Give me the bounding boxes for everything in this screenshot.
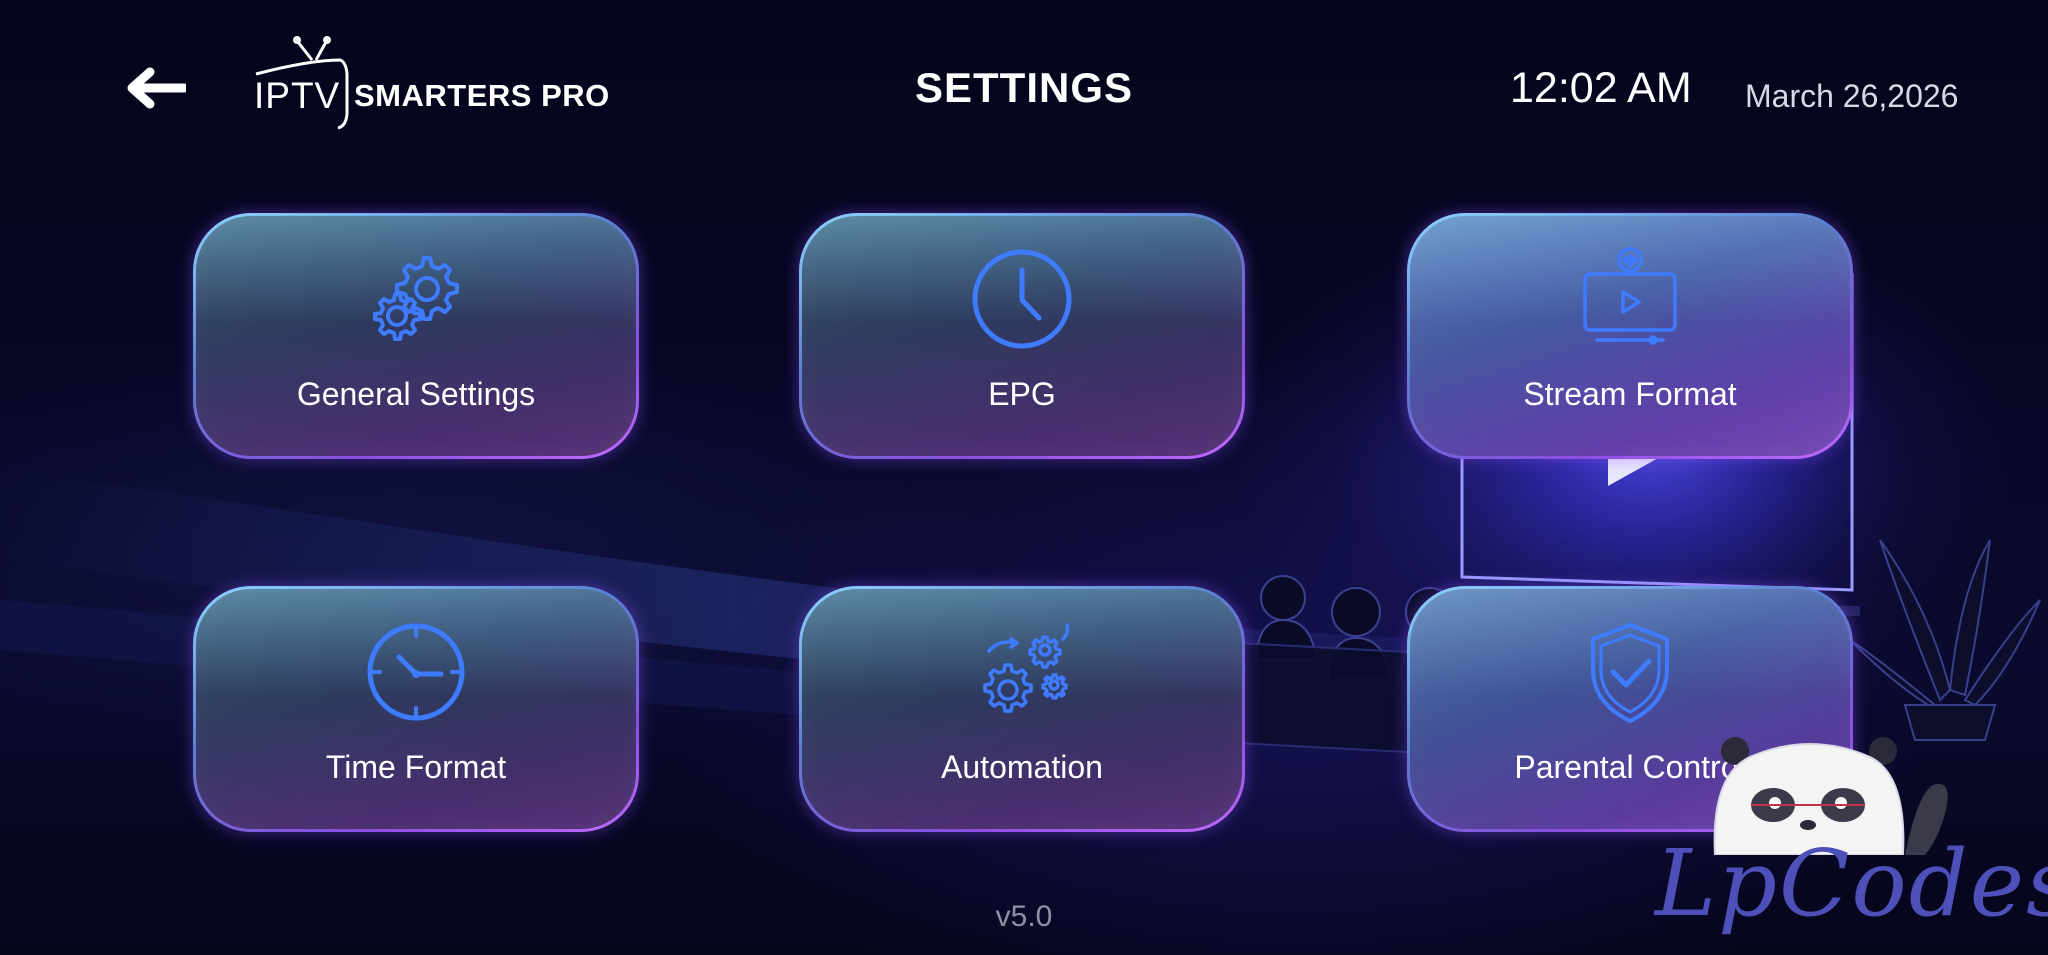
current-time: 12:02 AM: [1510, 64, 1692, 112]
watermark-text: LpCodes: [1655, 830, 2048, 937]
tile-label: Time Format: [325, 749, 507, 785]
tile-label: Automation: [941, 749, 1103, 785]
time-format-tile[interactable]: Time Format: [193, 586, 639, 832]
arrow-left-icon: [127, 67, 186, 109]
tv-logo-icon: [255, 36, 349, 130]
general-settings-tile[interactable]: General Settings: [193, 213, 639, 459]
clock-icon: [972, 249, 1072, 349]
app-logo: IPTV SMARTERS PRO: [250, 22, 610, 132]
gears-icon: [373, 256, 459, 341]
logo-iptv-text: IPTV: [254, 75, 341, 116]
app-version: v5.0: [995, 900, 1053, 933]
automation-tile[interactable]: Automation: [799, 586, 1245, 832]
logo-smarters-text: SMARTERS PRO: [354, 78, 610, 113]
tile-label: EPG: [988, 376, 1056, 412]
time-clock-icon: [367, 623, 465, 721]
tile-label: General Settings: [296, 376, 536, 412]
automation-gears-icon: [983, 623, 1070, 713]
epg-tile[interactable]: EPG: [799, 213, 1245, 459]
tile-label: Stream Format: [1523, 376, 1737, 412]
tile-label: Parental Control: [1514, 749, 1746, 785]
current-date: March 26,2026: [1745, 78, 1959, 114]
stream-format-tile[interactable]: Stream Format: [1407, 213, 1853, 459]
back-button[interactable]: [118, 58, 190, 118]
page-title: SETTINGS: [914, 64, 1134, 111]
stream-screen-icon: [1583, 247, 1677, 345]
panda-mascot-icon: [1713, 737, 1948, 855]
watermark: LpCodes: [1655, 735, 2048, 955]
shield-check-icon: [1591, 623, 1669, 723]
